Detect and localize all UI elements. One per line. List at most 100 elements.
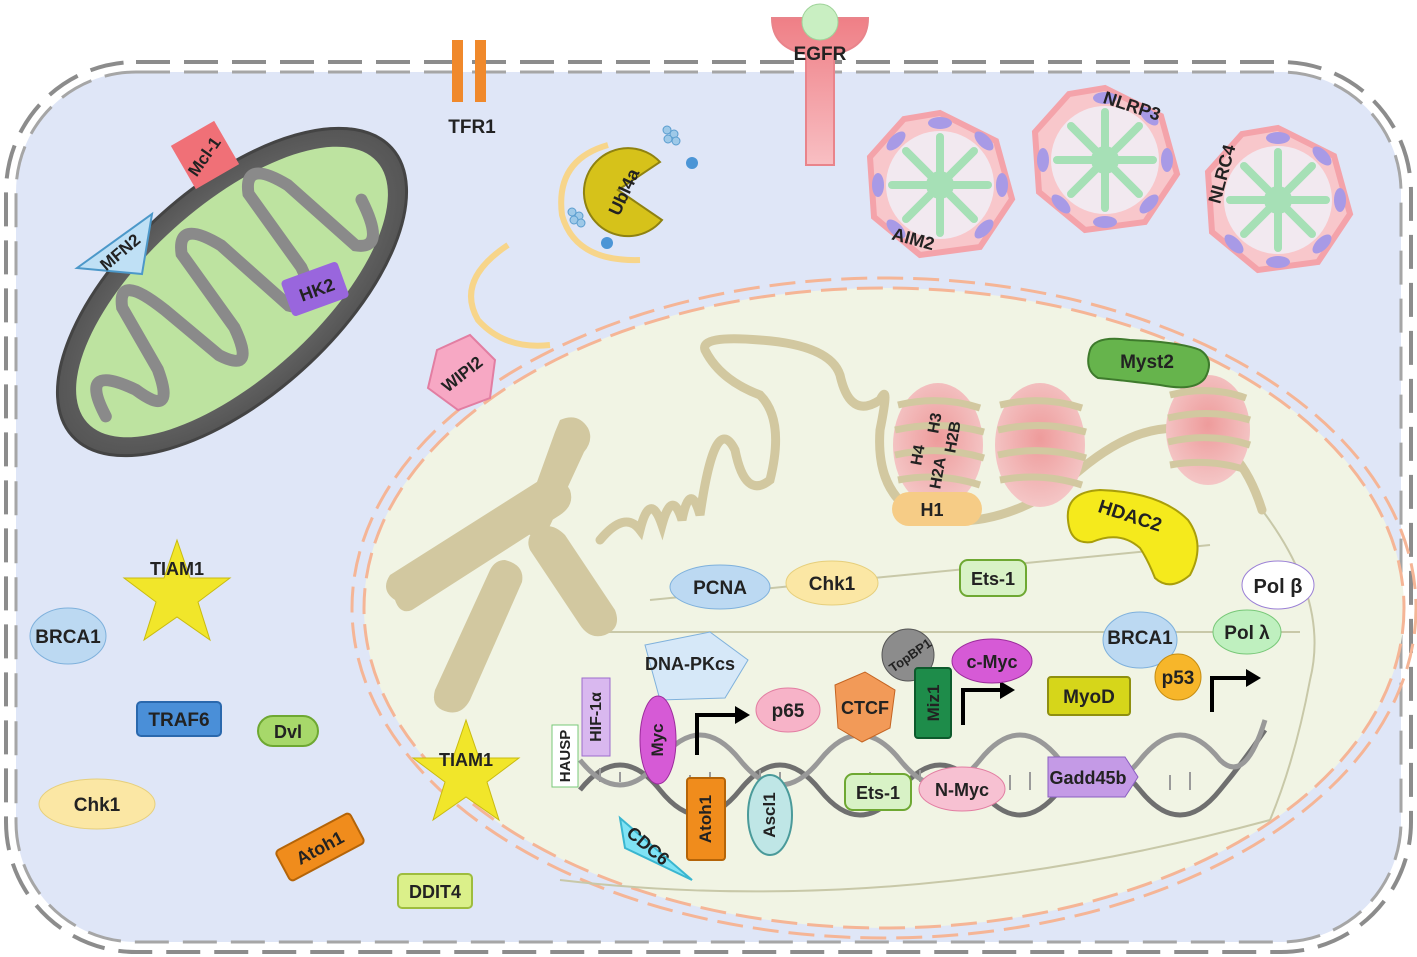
mcl1-shape [170,120,240,190]
brca1-cyto-shape [29,607,107,665]
nucleosome [1166,375,1252,485]
nucleus [362,286,1406,930]
cmyc-shape [951,638,1033,684]
transcription-arrow [1210,676,1246,712]
miz1-shape [914,667,952,739]
ctcf-label: CTCF [841,698,889,718]
pcna-label: PCNA [693,578,747,599]
transcription-arrowhead [1246,669,1261,687]
brca1-nuc-label: BRCA1 [1107,628,1173,649]
ascl1-label: Ascl1 [760,792,779,837]
h1-shape [892,492,982,526]
nuclear-line-right [1261,509,1316,821]
nlrc4-inflammasome [1204,124,1354,274]
cargo-dot [686,157,698,169]
traf6-shape [136,701,222,737]
chk1-nuc-label: Chk1 [809,574,856,595]
pol-beta-shape [1241,560,1315,610]
tfr1-receptor-left [452,40,463,102]
mfn2-shape [74,211,154,276]
pol-lambda-label: Pol λ [1224,623,1270,644]
hif1a-label: HIF-1α [588,692,605,742]
myod-shape [1047,676,1131,716]
ets1-bottom-label: Ets-1 [856,783,900,803]
nlrp3-inflammasome [1031,84,1181,234]
tfr1-label: TFR1 [448,117,496,138]
egfr-label: EGFR [794,44,847,65]
brca1-nuc-shape [1102,611,1178,669]
egf-ligand [801,3,839,41]
p65-shape [755,687,821,733]
ets1-bottom-shape [844,773,912,811]
myst2-shape [1087,337,1210,389]
plasma-membrane [4,60,1413,954]
egfr-receptor [770,17,870,166]
myc-label: Myc [648,723,667,756]
gadd45b-label: Gadd45b [1049,768,1126,788]
ctcf-shape [834,671,896,743]
cargo-dot [601,237,613,249]
plasma-membrane-inner [14,70,1403,944]
p65-label: p65 [772,701,805,722]
pol-lambda-shape [1212,609,1282,655]
chk1-cyto-shape [38,778,156,830]
transcription-arrowhead [1000,681,1015,699]
nuclear-envelope-outer [350,276,1417,940]
atoh1-nuc-shape [686,777,726,861]
atoh1-nuc-label: Atoh1 [696,795,715,843]
myc-shape [639,695,677,785]
tfr1-receptor-right [475,40,486,102]
hk2-shape [281,262,349,316]
ddit4-shape [397,873,473,909]
h4-label: H4 [908,443,928,466]
p53-label: p53 [1162,668,1195,689]
nucleosome [893,383,985,507]
chromosome [386,417,618,713]
autophagosome-arc [558,142,641,264]
transcription-arrow [961,688,1000,725]
ddit4-label: DDIT4 [409,882,461,902]
tiam1-cyto-label: TIAM1 [150,559,204,579]
tiam1-nuc-label: TIAM1 [439,750,493,770]
phagophore-arc [468,242,551,349]
hausp-label: HAUSP [557,730,574,783]
h2a-label: H2A [927,455,949,490]
dnapkcs-label: DNA-PKcs [645,654,735,674]
transcription-arrow [695,713,735,755]
aim2-inflammasome [866,109,1016,259]
cargo-cluster [567,125,681,228]
brca1-cyto-label: BRCA1 [35,627,101,648]
cmyc-label: c-Myc [966,652,1017,672]
h2b-label: H2B [942,420,964,454]
ubl4a-shape [582,147,664,238]
mitochondrial-cristae [90,167,379,423]
tiam1-nuc-star [411,718,521,822]
miz1-label: Miz1 [924,685,943,722]
p53-shape [1154,653,1202,701]
gadd45b-shape [1047,756,1139,798]
hdac2-shape [1066,488,1199,586]
myod-label: MyoD [1063,687,1115,708]
pol-beta-label: Pol β [1254,576,1303,598]
pcna-shape [669,564,771,610]
wipi2-shape [426,333,497,412]
tiam1-cyto-star [122,538,232,642]
h1-label: H1 [920,500,943,520]
nucleosome [995,383,1087,507]
dnapkcs-shape [644,631,749,701]
hausp-shape [551,724,579,788]
mitochondrion [55,126,409,458]
dvl-shape [257,715,319,747]
chk1-cyto-label: Chk1 [74,795,121,816]
ascl1-shape [747,774,793,856]
h3-label: H3 [925,411,945,434]
ets1-top-shape [959,559,1027,597]
traf6-label: TRAF6 [148,710,209,731]
dvl-label: Dvl [274,722,302,742]
ets1-top-label: Ets-1 [971,569,1015,589]
hif1a-shape [581,677,611,757]
transcription-arrowhead [735,706,750,724]
atoh1-cyto-shape [275,812,365,882]
cdc6-shape [618,815,693,881]
